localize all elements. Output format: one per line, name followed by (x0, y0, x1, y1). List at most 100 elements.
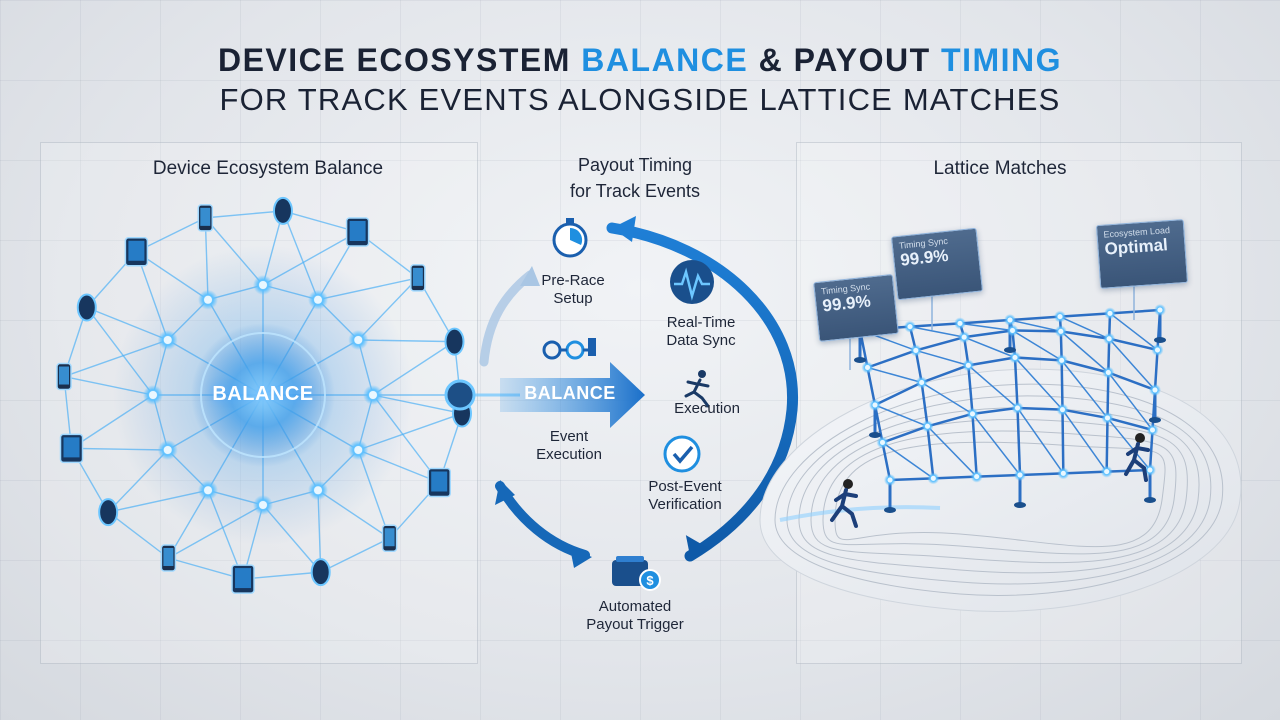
step-payout-line2: Payout Trigger (586, 616, 684, 633)
lattice-strut (889, 477, 934, 482)
wearable-device-icon (98, 498, 119, 527)
balance-core (191, 323, 335, 467)
lattice-node (1012, 355, 1018, 360)
tablet-screen (63, 437, 80, 458)
network-output-node (444, 379, 476, 411)
lattice-strut (915, 335, 965, 352)
step-event-line2: Execution (536, 446, 602, 463)
lattice-node (1106, 336, 1112, 342)
track-lattice-scene (759, 278, 1242, 613)
lattice-strut (1062, 408, 1108, 420)
lattice-brace (1061, 409, 1108, 473)
track-lane (774, 383, 1224, 596)
lattice-brace (959, 322, 1013, 332)
track-lane (834, 441, 1166, 548)
network-link (107, 511, 169, 559)
cycle-arrowhead-top-left (520, 266, 540, 286)
lattice-brace (882, 441, 934, 479)
lattice-brace (1108, 338, 1156, 391)
network-node (354, 446, 363, 454)
lattice-strut (968, 356, 1016, 367)
lattice-node (1105, 415, 1110, 421)
lattice-strut (926, 426, 935, 479)
lattice-brace (909, 325, 965, 338)
lattice-strut (963, 329, 1013, 339)
lattice-node (1104, 469, 1110, 475)
lattice-node (1150, 427, 1155, 433)
step-sync-line2: Data Sync (666, 332, 736, 349)
lattice-brace (1109, 312, 1158, 351)
lattice-node (1058, 328, 1064, 334)
step-post-event-verification: Post-Event Verification (620, 478, 750, 514)
right-section-title: Lattice Matches (933, 158, 1067, 179)
network-link (242, 571, 321, 580)
lattice-strut (1108, 337, 1158, 352)
lattice-node (1057, 314, 1063, 320)
title-accent-balance: BALANCE (581, 42, 749, 78)
phone-screen (200, 207, 211, 226)
network-node (204, 486, 212, 495)
runner-right-icon (1124, 433, 1150, 482)
lattice-brace (1009, 319, 1061, 333)
lattice-node (957, 320, 963, 326)
lattice-strut (927, 412, 973, 428)
lattice-strut (1109, 308, 1161, 315)
lattice-strut (1019, 472, 1064, 477)
step-sync-line1: Real-Time (666, 314, 736, 331)
lattice-strut (867, 349, 917, 369)
track-lane (810, 418, 1188, 564)
lattice-node (1015, 405, 1020, 411)
network-node (163, 446, 172, 454)
step-pre-race-line1: Pre-Race (541, 272, 605, 289)
lattice-node (1105, 370, 1111, 375)
balance-core-label: BALANCE (212, 383, 314, 405)
lattice-brace (963, 336, 1016, 359)
page-title: DEVICE ECOSYSTEM BALANCE & PAYOUT TIMING (0, 40, 1280, 80)
lattice-strut (874, 381, 923, 407)
cycle-arc-bottom-left (495, 481, 590, 560)
lattice-strut (1061, 409, 1065, 474)
middle-section-title: Payout Timing for Track Events (520, 152, 750, 204)
title-part-1: DEVICE ECOSYSTEM (217, 42, 582, 78)
pulse-icon (670, 260, 714, 304)
timing-sync-card-left: Timing Sync 99.9% (813, 273, 899, 343)
lattice-strut (1012, 329, 1061, 333)
tablet-screen (235, 568, 252, 589)
lattice-foot (854, 357, 866, 363)
lattice-brace (1107, 372, 1154, 431)
step-event-execution: Event Execution (514, 428, 624, 464)
lattice-node (887, 477, 893, 483)
lattice-strut (1059, 312, 1111, 318)
runner-left-icon (830, 479, 858, 528)
tablet-screen (431, 471, 448, 492)
lattice-node (1060, 470, 1066, 476)
lattice-strut (959, 318, 1011, 325)
lattice-strut (882, 425, 928, 444)
network-node (259, 501, 267, 509)
device-network (56, 196, 476, 594)
lattice-brace (1016, 407, 1064, 474)
middle-title-line-2: for Track Events (569, 181, 701, 201)
lattice-foot (1014, 502, 1026, 508)
data-flow-icon (542, 338, 596, 360)
lattice-node (1147, 467, 1153, 473)
lattice-node (1107, 310, 1113, 316)
lattice-strut (1148, 429, 1154, 471)
timing-sync-card-center: Timing Sync 99.9% (890, 227, 984, 301)
lattice-strut (866, 367, 877, 406)
lattice-node (919, 380, 925, 385)
lattice-brace (926, 425, 978, 478)
lattice-brace (874, 404, 928, 427)
lattice-strut (972, 406, 1018, 416)
cycle-arc-top-left (479, 270, 535, 367)
lattice-strut (1014, 356, 1062, 362)
lattice-strut (976, 473, 1021, 478)
track-lane (798, 407, 1200, 574)
lattice-strut (967, 365, 974, 414)
lattice-brace (967, 364, 1018, 409)
step-post-line1: Post-Event (648, 478, 722, 495)
lattice-strut (920, 382, 929, 427)
lattice-node (1157, 307, 1163, 313)
lattice-brace (1106, 417, 1151, 471)
step-automated-payout: Automated Payout Trigger (540, 598, 730, 634)
